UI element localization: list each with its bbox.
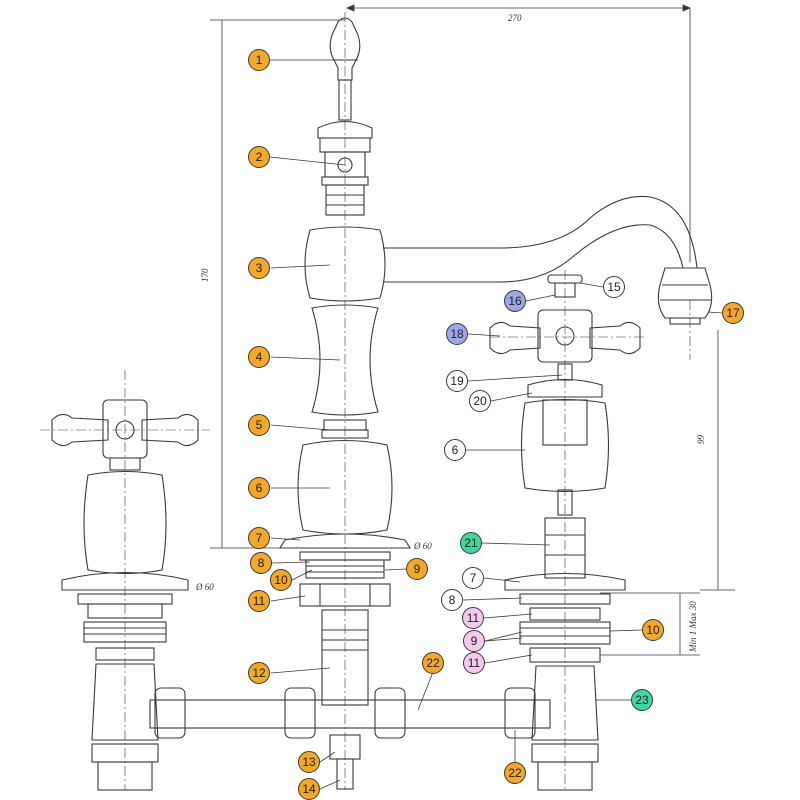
left-valve-assembly (51, 399, 199, 791)
callout-20: 20 (469, 390, 491, 412)
callout-11-left: 11 (248, 590, 270, 612)
dimension-lines (210, 4, 735, 656)
callout-22-lower: 22 (504, 762, 526, 784)
callout-18: 18 (446, 323, 468, 345)
callout-19: 19 (446, 370, 468, 392)
callout-22-upper: 22 (422, 652, 444, 674)
callout-2: 2 (248, 146, 270, 168)
callout-11-right-lower: 11 (463, 652, 485, 674)
callout-8-left: 8 (250, 552, 272, 574)
callout-7-right: 7 (462, 567, 484, 589)
callout-1: 1 (248, 49, 270, 71)
dimension-right-height: 99 (696, 435, 706, 444)
dimension-top-width: 270 (508, 13, 522, 23)
callout-11-right-upper: 11 (462, 607, 484, 629)
connecting-pipe (149, 687, 551, 739)
dimension-left-height: 170 (200, 268, 210, 283)
callout-9-right: 9 (463, 630, 485, 652)
callout-8-right: 8 (441, 589, 463, 611)
callout-23: 23 (631, 689, 653, 711)
callout-5: 5 (248, 414, 270, 436)
callout-9-left: 9 (406, 558, 428, 580)
center-lines (40, 12, 691, 790)
dimension-diameter-central: Ø 60 (414, 541, 432, 551)
callout-6-right: 6 (444, 439, 466, 461)
callout-12: 12 (248, 662, 270, 684)
callout-15: 15 (603, 276, 625, 298)
callout-7-left: 7 (248, 527, 270, 549)
callout-16: 16 (504, 290, 526, 312)
right-valve-assembly (489, 274, 641, 791)
callout-14: 14 (298, 778, 320, 800)
callout-17: 17 (722, 302, 744, 324)
leader-lines (269, 59, 723, 790)
callout-13: 13 (298, 751, 320, 773)
dimension-install-range: Min 1 Max 30 (688, 601, 698, 652)
callout-4: 4 (248, 346, 270, 368)
callout-3: 3 (248, 257, 270, 279)
callout-10-right: 10 (642, 619, 664, 641)
callout-21: 21 (460, 532, 482, 554)
callout-10-left: 10 (270, 569, 292, 591)
central-spout-assembly (279, 17, 713, 790)
dimension-diameter-left: Ø 60 (196, 582, 214, 592)
callout-6-left: 6 (248, 477, 270, 499)
